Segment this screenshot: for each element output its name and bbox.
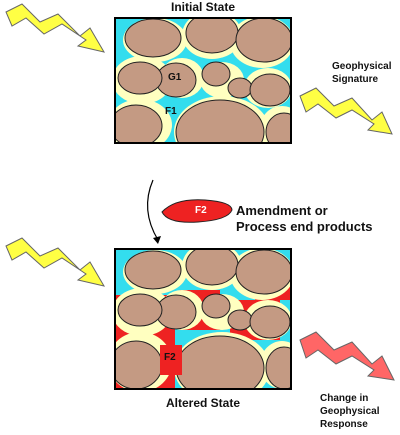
response-line-2: Geophysical [320, 406, 380, 417]
amendment-blob [161, 199, 233, 223]
amendment-label: Amendment or Process end products [236, 203, 373, 235]
altered-state-panel [114, 248, 292, 390]
geophysical-signature-label: Geophysical Signature [332, 60, 391, 86]
signature-line-1: Geophysical [332, 61, 392, 72]
response-line-1: Change in [320, 393, 369, 404]
amendment-line-1: Amendment or [236, 203, 328, 218]
amendment-f2-label: F2 [195, 205, 207, 216]
initial-state-title: Initial State [170, 0, 235, 14]
altered-state-title: Altered State [165, 396, 241, 410]
incoming-signal-arrow-bottom [5, 237, 106, 287]
amendment-line-2: Process end products [236, 219, 373, 234]
initial-frame [114, 17, 292, 144]
sediment-grains [115, 18, 291, 143]
change-response-arrow [299, 331, 395, 381]
change-response-label: Change in Geophysical Response [320, 392, 379, 431]
grain-g1-label: G1 [168, 72, 182, 83]
fluid-f1-label: F1 [165, 106, 177, 117]
response-line-3: Response [320, 419, 368, 430]
fluid-f2-label: F2 [164, 352, 176, 363]
sediment-grains-altered [115, 249, 291, 389]
geophysical-signature-arrow [299, 87, 393, 135]
initial-state-panel [114, 17, 292, 144]
incoming-signal-arrow-top [5, 3, 106, 53]
altered-frame [114, 248, 292, 390]
signature-line-2: Signature [332, 74, 379, 85]
f2-pore [160, 345, 182, 375]
process-arrow-head [153, 236, 161, 244]
process-arrow [146, 179, 159, 241]
